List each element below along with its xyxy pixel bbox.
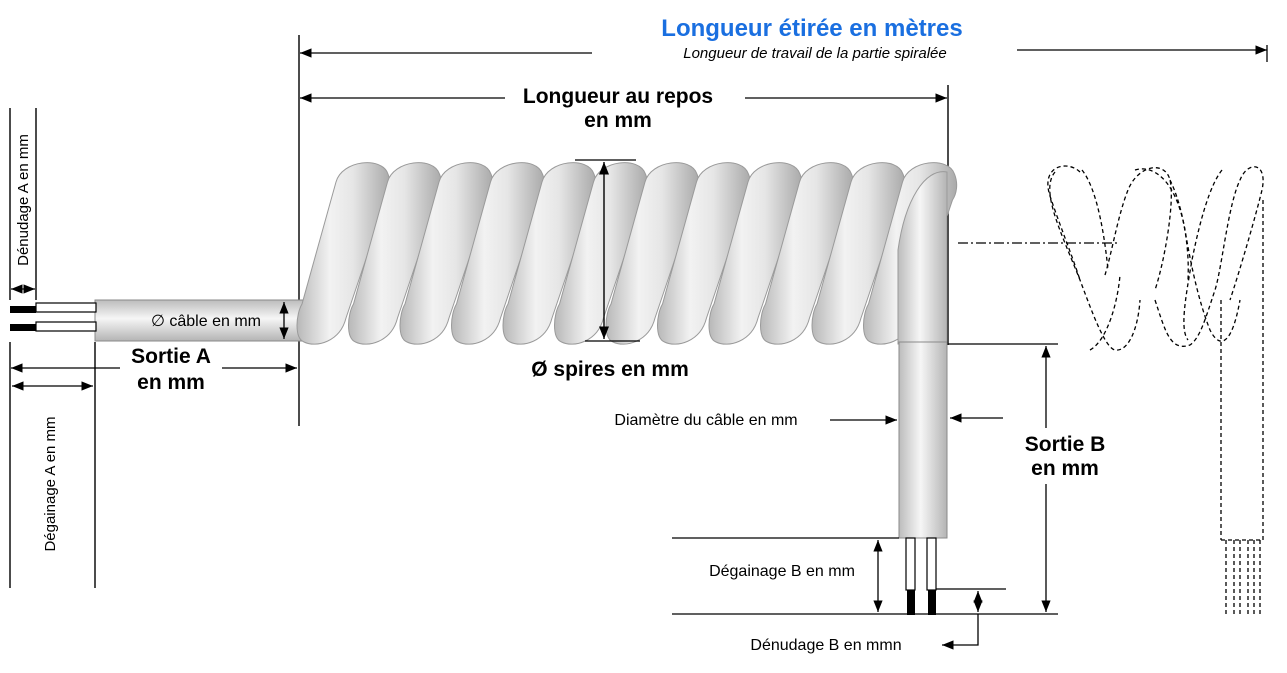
stripping-b-leader: [942, 614, 979, 650]
coil-turn: [502, 162, 597, 345]
coil-turn: [296, 162, 391, 345]
coil-turn: [399, 162, 494, 345]
coil-turn: [348, 162, 443, 345]
coil-diameter-label: Ø spires en mm: [531, 358, 689, 381]
exit-b-unit-label: en mm: [1031, 457, 1099, 480]
bare-wire-b-right: [928, 590, 936, 615]
coil: [296, 162, 958, 345]
coil-turn: [811, 162, 906, 345]
rest-length-unit-label: en mm: [584, 109, 652, 132]
conductor-a-bottom: [35, 321, 97, 332]
coil-turn: [657, 162, 752, 345]
conductor-a-top: [35, 302, 97, 313]
exit-a-label: Sortie A: [131, 345, 211, 368]
cable-diameter-a-label: ∅ câble en mm: [151, 313, 261, 330]
stretched-coil-outline: [958, 165, 1264, 614]
exit-b-label-bg: [1016, 428, 1112, 484]
coil-turn: [760, 162, 855, 345]
conductor-b-right: [926, 537, 937, 591]
sheath-b-label: Dégainage B en mm: [709, 563, 855, 580]
exit-b-label: Sortie B: [1025, 433, 1106, 456]
cable-exit-a: [94, 299, 311, 342]
rest-length-label: Longueur au repos: [523, 85, 713, 108]
bare-wire-b-left: [907, 590, 915, 615]
cable-diameter-b-label: Diamètre du câble en mm: [614, 412, 797, 429]
exit-a-unit-label: en mm: [137, 371, 205, 394]
stripping-a-label: Dénudage A en mm: [15, 134, 32, 266]
bare-wire-a-top: [10, 306, 36, 313]
bare-wire-a-bottom: [10, 324, 36, 331]
coil-turn: [708, 162, 803, 345]
title: Longueur étirée en mètres: [661, 15, 962, 42]
coil-elbow: [897, 171, 948, 345]
coil-turn: [451, 162, 546, 345]
stripping-b-label: Dénudage B en mmn: [750, 637, 901, 654]
subtitle: Longueur de travail de la partie spiralé…: [683, 45, 947, 62]
conductor-b-left: [905, 537, 916, 591]
sheath-a-label: Dégainage A en mm: [42, 416, 59, 551]
cable-exit-b: [898, 341, 948, 539]
